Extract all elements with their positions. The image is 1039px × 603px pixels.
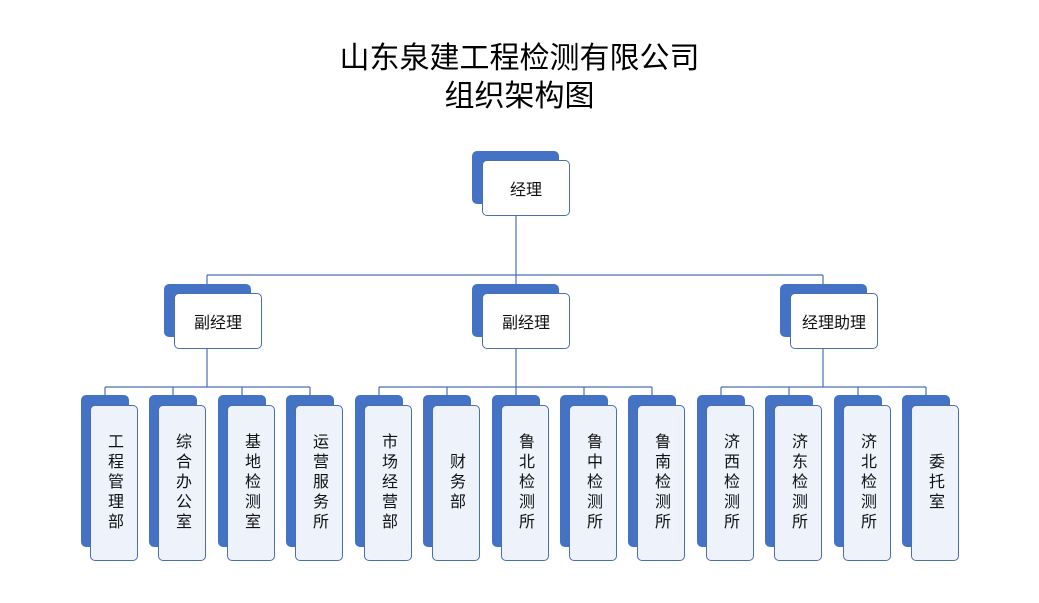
org-leaf-label: 鲁中检测所 bbox=[584, 433, 603, 533]
org-leaf-label: 济北检测所 bbox=[858, 433, 877, 533]
org-leaf-label: 鲁北检测所 bbox=[516, 433, 535, 533]
org-node-label: 副经理 bbox=[193, 313, 242, 332]
org-node-label: 副经理 bbox=[501, 313, 550, 332]
org-leaf-label: 综合办公室 bbox=[173, 433, 192, 533]
org-node-label: 经理助理 bbox=[801, 313, 866, 332]
org-leaf-label: 济东检测所 bbox=[789, 433, 808, 533]
org-leaf-label: 委托室 bbox=[926, 453, 945, 513]
org-leaf-label: 财务部 bbox=[447, 453, 466, 513]
org-leaf-label: 工程管理部 bbox=[105, 433, 124, 533]
chart-title-line1: 山东泉建工程检测有限公司 bbox=[339, 41, 700, 76]
org-leaf-label: 运营服务所 bbox=[310, 433, 329, 533]
chart-title-line2: 组织架构图 bbox=[444, 79, 595, 114]
org-leaf-label: 济西检测所 bbox=[721, 433, 740, 533]
org-leaf-label: 鲁南检测所 bbox=[652, 433, 671, 533]
org-node-label: 经理 bbox=[509, 180, 542, 199]
org-leaf-label: 基地检测室 bbox=[242, 433, 261, 533]
org-leaf-label: 市场经营部 bbox=[379, 433, 398, 533]
